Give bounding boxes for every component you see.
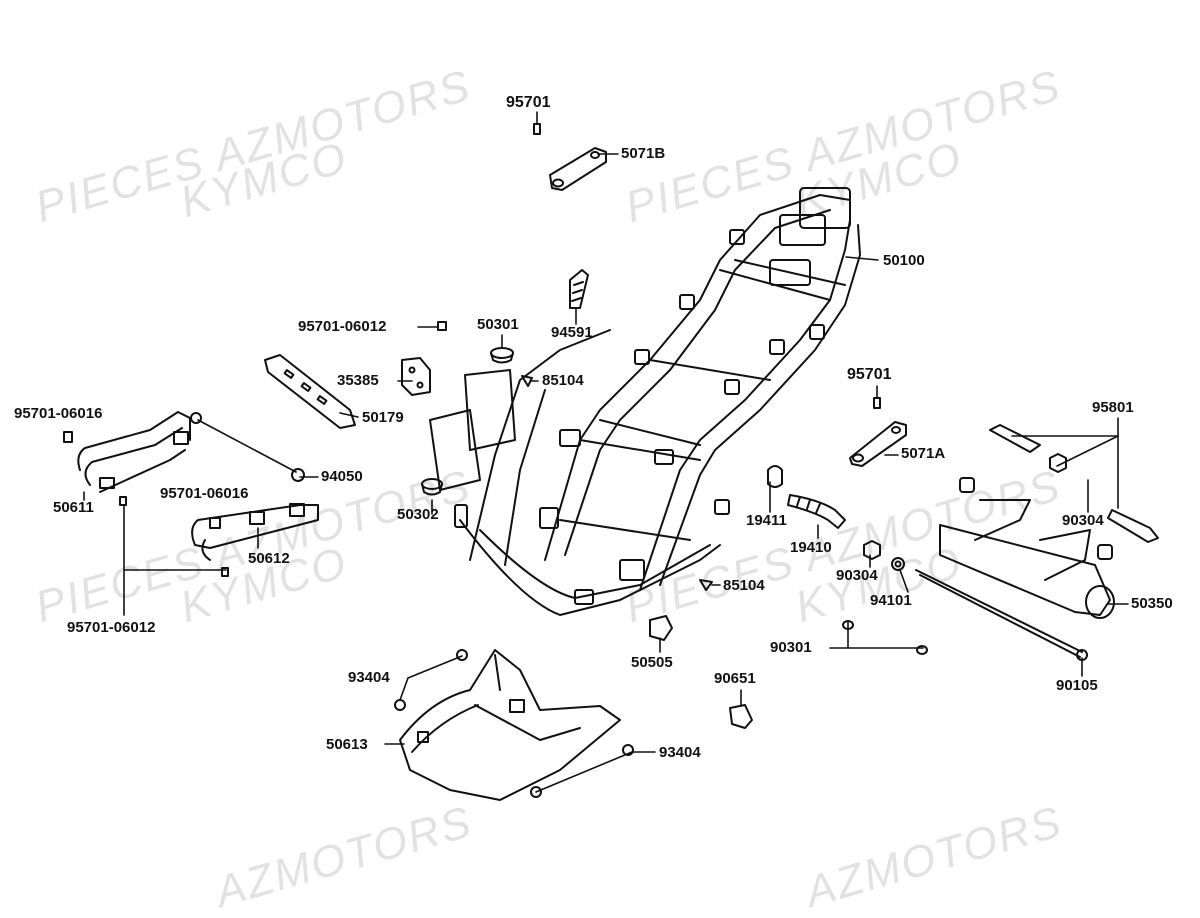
- part-label-5071a: 5071A: [901, 445, 946, 462]
- part-label-5071b: 5071B: [621, 145, 666, 162]
- bolts-95801: [989, 424, 1159, 543]
- part-label-50613: 50613: [326, 736, 368, 753]
- part-label-90304: 90304: [1062, 512, 1104, 529]
- part-label-95701-06012: 95701-06012: [67, 619, 156, 636]
- part-label-94591: 94591: [551, 324, 593, 341]
- nuts-90301: [842, 620, 928, 655]
- part-label-95701-06012: 95701-06012: [298, 318, 387, 335]
- part-label-35385: 35385: [337, 372, 379, 389]
- part-label-50350: 50350: [1131, 595, 1173, 612]
- part-label-50505: 50505: [631, 654, 673, 671]
- nuts-90304: [863, 453, 1067, 571]
- clamp-19411: [767, 465, 783, 488]
- part-label-93404: 93404: [348, 669, 390, 686]
- hanger-50612: [191, 503, 319, 561]
- part-label-90304: 90304: [836, 567, 878, 584]
- bracket-5071b: [549, 147, 607, 191]
- part-label-50302: 50302: [397, 506, 439, 523]
- bracket-50179: [264, 354, 356, 429]
- bracket-5071a: [849, 421, 907, 467]
- part-label-94050: 94050: [321, 468, 363, 485]
- frame-50100: [429, 187, 861, 616]
- part-label-95701-06016: 95701-06016: [160, 485, 249, 502]
- part-label-19411: 19411: [746, 512, 787, 529]
- clamp-90651: [729, 704, 753, 729]
- part-label-93404: 93404: [659, 744, 701, 761]
- part-label-90301: 90301: [770, 639, 812, 656]
- part-label-85104: 85104: [542, 372, 584, 389]
- part-label-90105: 90105: [1056, 677, 1098, 694]
- grommets: [421, 347, 514, 496]
- fasteners-93404: [394, 649, 634, 798]
- part-label-95701: 95701: [847, 366, 892, 383]
- part-label-50100: 50100: [883, 252, 925, 269]
- part-94591: [569, 269, 589, 309]
- part-label-19410: 19410: [790, 539, 832, 556]
- hanger-50611: [77, 411, 191, 493]
- part-label-94101: 94101: [870, 592, 912, 609]
- part-label-95701-06016: 95701-06016: [14, 405, 103, 422]
- part-label-90651: 90651: [714, 670, 756, 687]
- part-label-50179: 50179: [362, 409, 404, 426]
- bolt-90105: [915, 569, 1088, 661]
- part-label-95701: 95701: [506, 94, 551, 111]
- clips-85104: [521, 375, 713, 591]
- stopper-50505: [649, 615, 673, 641]
- hose-19410: [787, 494, 846, 529]
- engine-mount-50350: [939, 477, 1115, 619]
- leader-lines: [83, 111, 1129, 793]
- part-label-85104: 85104: [723, 577, 765, 594]
- part-label-95801: 95801: [1092, 399, 1134, 416]
- bolts-95701: [63, 123, 881, 577]
- part-label-50611: 50611: [53, 499, 94, 516]
- part-label-50301: 50301: [477, 316, 519, 333]
- plate-35385: [401, 357, 431, 396]
- part-label-50612: 50612: [248, 550, 290, 567]
- under-cover-50613: [399, 649, 621, 801]
